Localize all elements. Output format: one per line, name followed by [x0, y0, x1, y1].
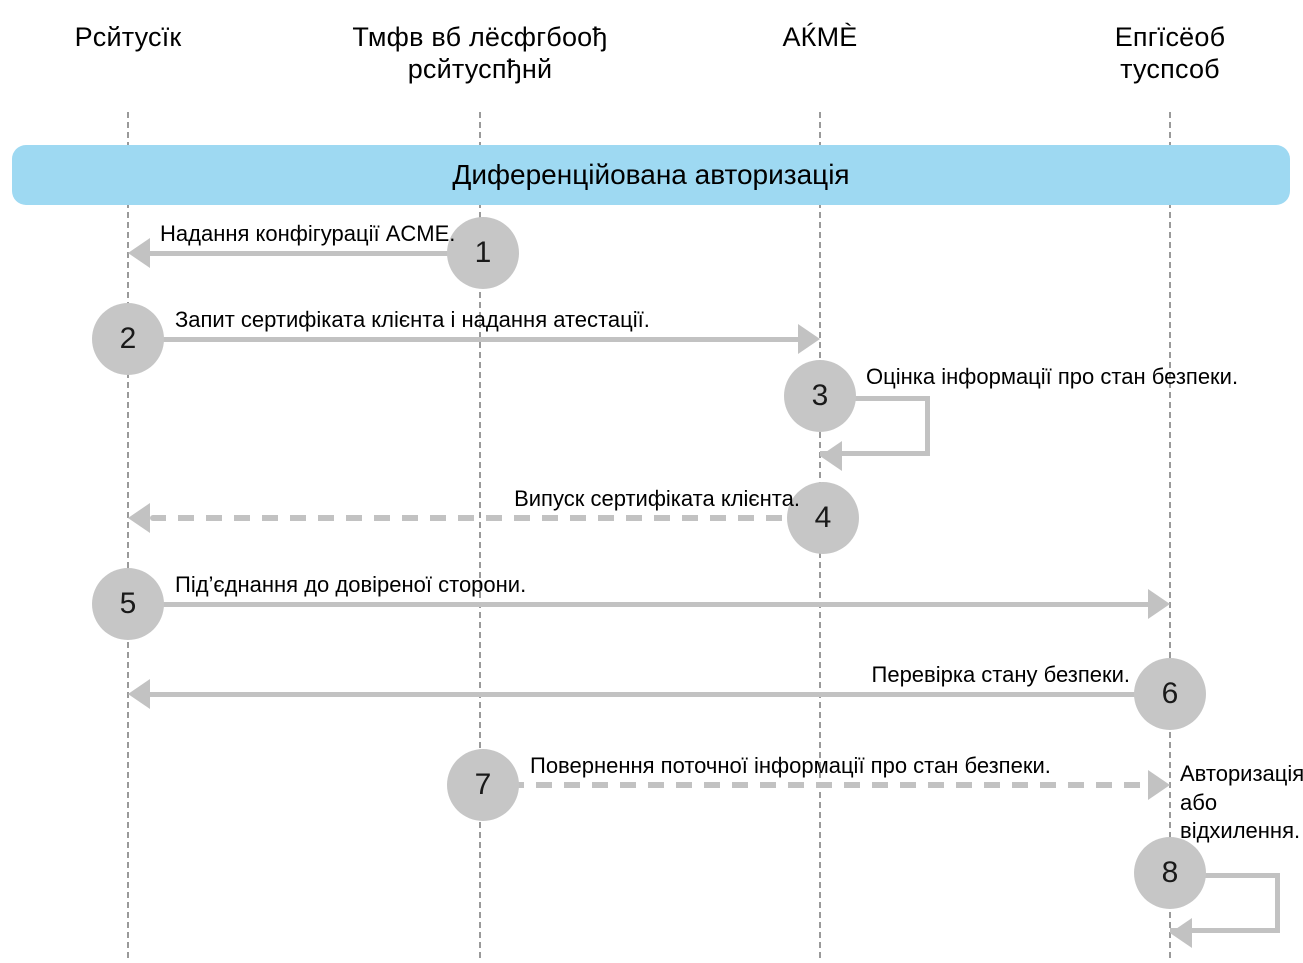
step-badge-2[interactable]: 2 — [92, 303, 164, 375]
message-line-1 — [150, 251, 480, 256]
message-line-4 — [150, 515, 820, 521]
arrow-head-5 — [1148, 589, 1170, 619]
message-label-2: Запит сертифіката клієнта і надання атес… — [175, 307, 650, 332]
message-line-6 — [150, 692, 1170, 697]
participant-header-attestation: Тмфв вб лёсфгбоођ рсйтуспђнй — [352, 22, 608, 84]
arrow-head-2 — [798, 324, 820, 354]
message-label-6: Перевірка стану безпеки. — [871, 662, 1130, 687]
lifeline-attestation — [479, 112, 481, 958]
message-label-7: Повернення поточної інформації про стан … — [530, 753, 1051, 778]
arrow-head-6 — [128, 679, 150, 709]
lifeline-client — [127, 112, 129, 958]
step-badge-5[interactable]: 5 — [92, 568, 164, 640]
lifeline-relying — [1169, 112, 1171, 958]
participant-header-acme: АЌМЀ — [782, 22, 858, 52]
participant-header-client: Рсйтусїк — [74, 22, 182, 52]
participant-header-relying: Епгїсёоб туспсоб — [1114, 22, 1226, 84]
message-label-5: Під’єднання до довіреної сторони. — [175, 572, 527, 597]
self-message-loop-8 — [1170, 873, 1280, 933]
arrow-head-3 — [820, 441, 842, 471]
step-badge-6[interactable]: 6 — [1134, 658, 1206, 730]
phase-banner-label: Диференційована авторизація — [452, 159, 850, 190]
self-message-loop-3 — [820, 396, 930, 456]
arrow-head-1 — [128, 238, 150, 268]
step-badge-8[interactable]: 8 — [1134, 837, 1206, 909]
step-badge-1[interactable]: 1 — [447, 217, 519, 289]
step-badge-4[interactable]: 4 — [787, 482, 859, 554]
message-label-4: Випуск сертифіката клієнта. — [514, 486, 800, 511]
phase-banner: Диференційована авторизація — [12, 145, 1290, 205]
arrow-head-8 — [1170, 918, 1192, 948]
message-label-3: Оцінка інформації про стан безпеки. — [866, 364, 1239, 389]
message-line-2 — [128, 337, 798, 342]
step-badge-3[interactable]: 3 — [784, 360, 856, 432]
arrow-head-7 — [1148, 770, 1170, 800]
message-line-5 — [128, 602, 1148, 607]
step-badge-7[interactable]: 7 — [447, 749, 519, 821]
note-authz-note: Авторизація або відхилення. — [1180, 761, 1303, 844]
message-line-7 — [480, 782, 1148, 788]
message-label-1: Надання конфігурації ACME. — [160, 221, 456, 246]
arrow-head-4 — [128, 503, 150, 533]
